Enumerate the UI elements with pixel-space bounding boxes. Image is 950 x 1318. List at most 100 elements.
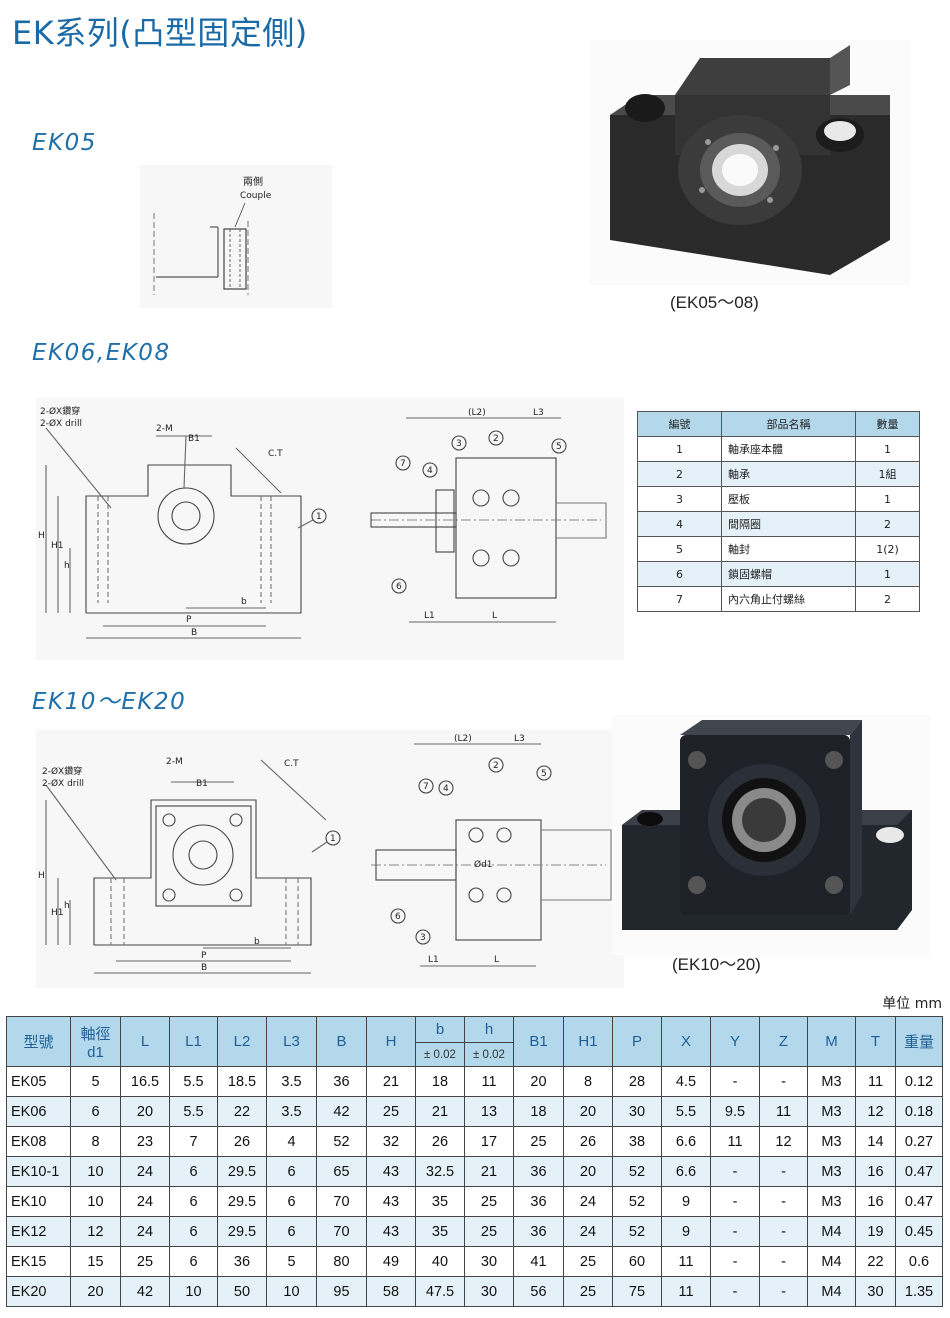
parts-cell: 2: [855, 586, 920, 612]
parts-header-qty: 數量: [855, 411, 920, 437]
callout-3: 3: [420, 933, 426, 943]
spec-cell: -: [759, 1066, 808, 1097]
parts-header-name: 部品名稱: [721, 411, 856, 437]
section-heading-ek05: EK05: [32, 130, 97, 156]
spec-cell: 30: [464, 1276, 514, 1307]
spec-cell: 21: [415, 1096, 465, 1127]
l3-label: L3: [533, 408, 544, 418]
ct-label: C.T: [284, 759, 299, 769]
spec-cell: -: [759, 1216, 808, 1247]
callout-5: 5: [556, 442, 562, 452]
spec-cell-model: EK10: [6, 1186, 71, 1217]
spec-cell: 13: [464, 1096, 514, 1127]
spec-cell: 20: [563, 1096, 613, 1127]
spec-cell: M3: [807, 1156, 856, 1187]
spec-cell: 16: [855, 1156, 896, 1187]
spec-header-h-tolerance: ± 0.02: [464, 1042, 514, 1067]
ek05-08-product-photo: [590, 40, 910, 285]
spec-cell: 5.5: [661, 1096, 711, 1127]
spec-cell: 80: [316, 1246, 367, 1277]
spec-cell: 24: [120, 1216, 170, 1247]
spec-cell: 36: [316, 1066, 367, 1097]
ek05-couple-drawing: 兩側 Couple: [140, 165, 332, 308]
spec-cell: 0.47: [895, 1186, 943, 1217]
spec-cell: 30: [612, 1096, 662, 1127]
spec-header-b-small: b: [415, 1016, 465, 1043]
spec-cell: 28: [612, 1066, 662, 1097]
spec-cell: 6: [169, 1246, 218, 1277]
spec-cell: 10: [169, 1276, 218, 1307]
spec-cell: 6: [70, 1096, 121, 1127]
spec-cell: 6: [266, 1216, 317, 1247]
spec-cell: 58: [366, 1276, 416, 1307]
spec-cell: 11: [855, 1066, 896, 1097]
spec-cell: 42: [316, 1096, 367, 1127]
spec-cell: 29.5: [217, 1216, 267, 1247]
spec-cell: 18: [513, 1096, 564, 1127]
parts-cell: 1: [637, 436, 722, 462]
spec-cell: 11: [759, 1096, 808, 1127]
spec-cell: 20: [70, 1276, 121, 1307]
spec-cell: 3.5: [266, 1066, 317, 1097]
spec-cell: 38: [612, 1126, 662, 1157]
spec-cell: 29.5: [217, 1156, 267, 1187]
spec-cell: -: [759, 1276, 808, 1307]
drill-label-1: 2-ØX鑽穿: [42, 765, 82, 777]
spec-header-b1: B1: [513, 1016, 564, 1067]
l1-label: L1: [428, 955, 439, 965]
spec-cell: 4.5: [661, 1066, 711, 1097]
parts-cell: 4: [637, 511, 722, 537]
spec-cell: 25: [513, 1126, 564, 1157]
section-heading-ek06-ek08: EK06,EK08: [32, 340, 171, 366]
spec-cell: 40: [415, 1246, 465, 1277]
spec-cell: 6: [169, 1216, 218, 1247]
spec-cell: M3: [807, 1096, 856, 1127]
spec-cell: 32: [366, 1126, 416, 1157]
spec-cell: 25: [563, 1276, 613, 1307]
parts-cell: 1組: [855, 461, 920, 487]
l-label: L: [492, 611, 497, 621]
spec-cell: 5: [266, 1246, 317, 1277]
spec-header-l: L: [120, 1016, 170, 1067]
parts-cell: 軸承座本體: [721, 436, 856, 462]
spec-header-l1: L1: [169, 1016, 218, 1067]
parts-cell: 7: [637, 586, 722, 612]
spec-cell: -: [710, 1276, 760, 1307]
spec-cell: M3: [807, 1186, 856, 1217]
spec-cell: 52: [316, 1126, 367, 1157]
spec-cell: 23: [120, 1126, 170, 1157]
spec-cell: 43: [366, 1186, 416, 1217]
spec-cell: 25: [120, 1246, 170, 1277]
spec-cell: 5.5: [169, 1096, 218, 1127]
spec-cell: 7: [169, 1126, 218, 1157]
spec-header-b-big: B: [316, 1016, 367, 1067]
spec-cell: 41: [513, 1246, 564, 1277]
callout-1: 1: [316, 512, 322, 522]
spec-cell: 0.47: [895, 1156, 943, 1187]
spec-header-x: X: [661, 1016, 711, 1067]
spec-header-h1: H1: [563, 1016, 613, 1067]
spec-cell: 32.5: [415, 1156, 465, 1187]
spec-cell: 56: [513, 1276, 564, 1307]
spec-header-b-tolerance: ± 0.02: [415, 1042, 465, 1067]
spec-cell: 36: [217, 1246, 267, 1277]
ek10-20-product-photo: [612, 715, 930, 955]
spec-cell: 16.5: [120, 1066, 170, 1097]
spec-header-p: P: [612, 1016, 662, 1067]
spec-cell: 36: [513, 1216, 564, 1247]
b-big-label: B: [201, 963, 207, 973]
p-label: P: [186, 615, 192, 625]
ek06-08-dimension-drawing: 2-ØX鑽穿 2-ØX drill 2-M B1 C.T H H1 h b P …: [36, 398, 624, 660]
spec-cell: -: [710, 1066, 760, 1097]
spec-cell: 10: [70, 1186, 121, 1217]
parts-cell: 6: [637, 561, 722, 587]
